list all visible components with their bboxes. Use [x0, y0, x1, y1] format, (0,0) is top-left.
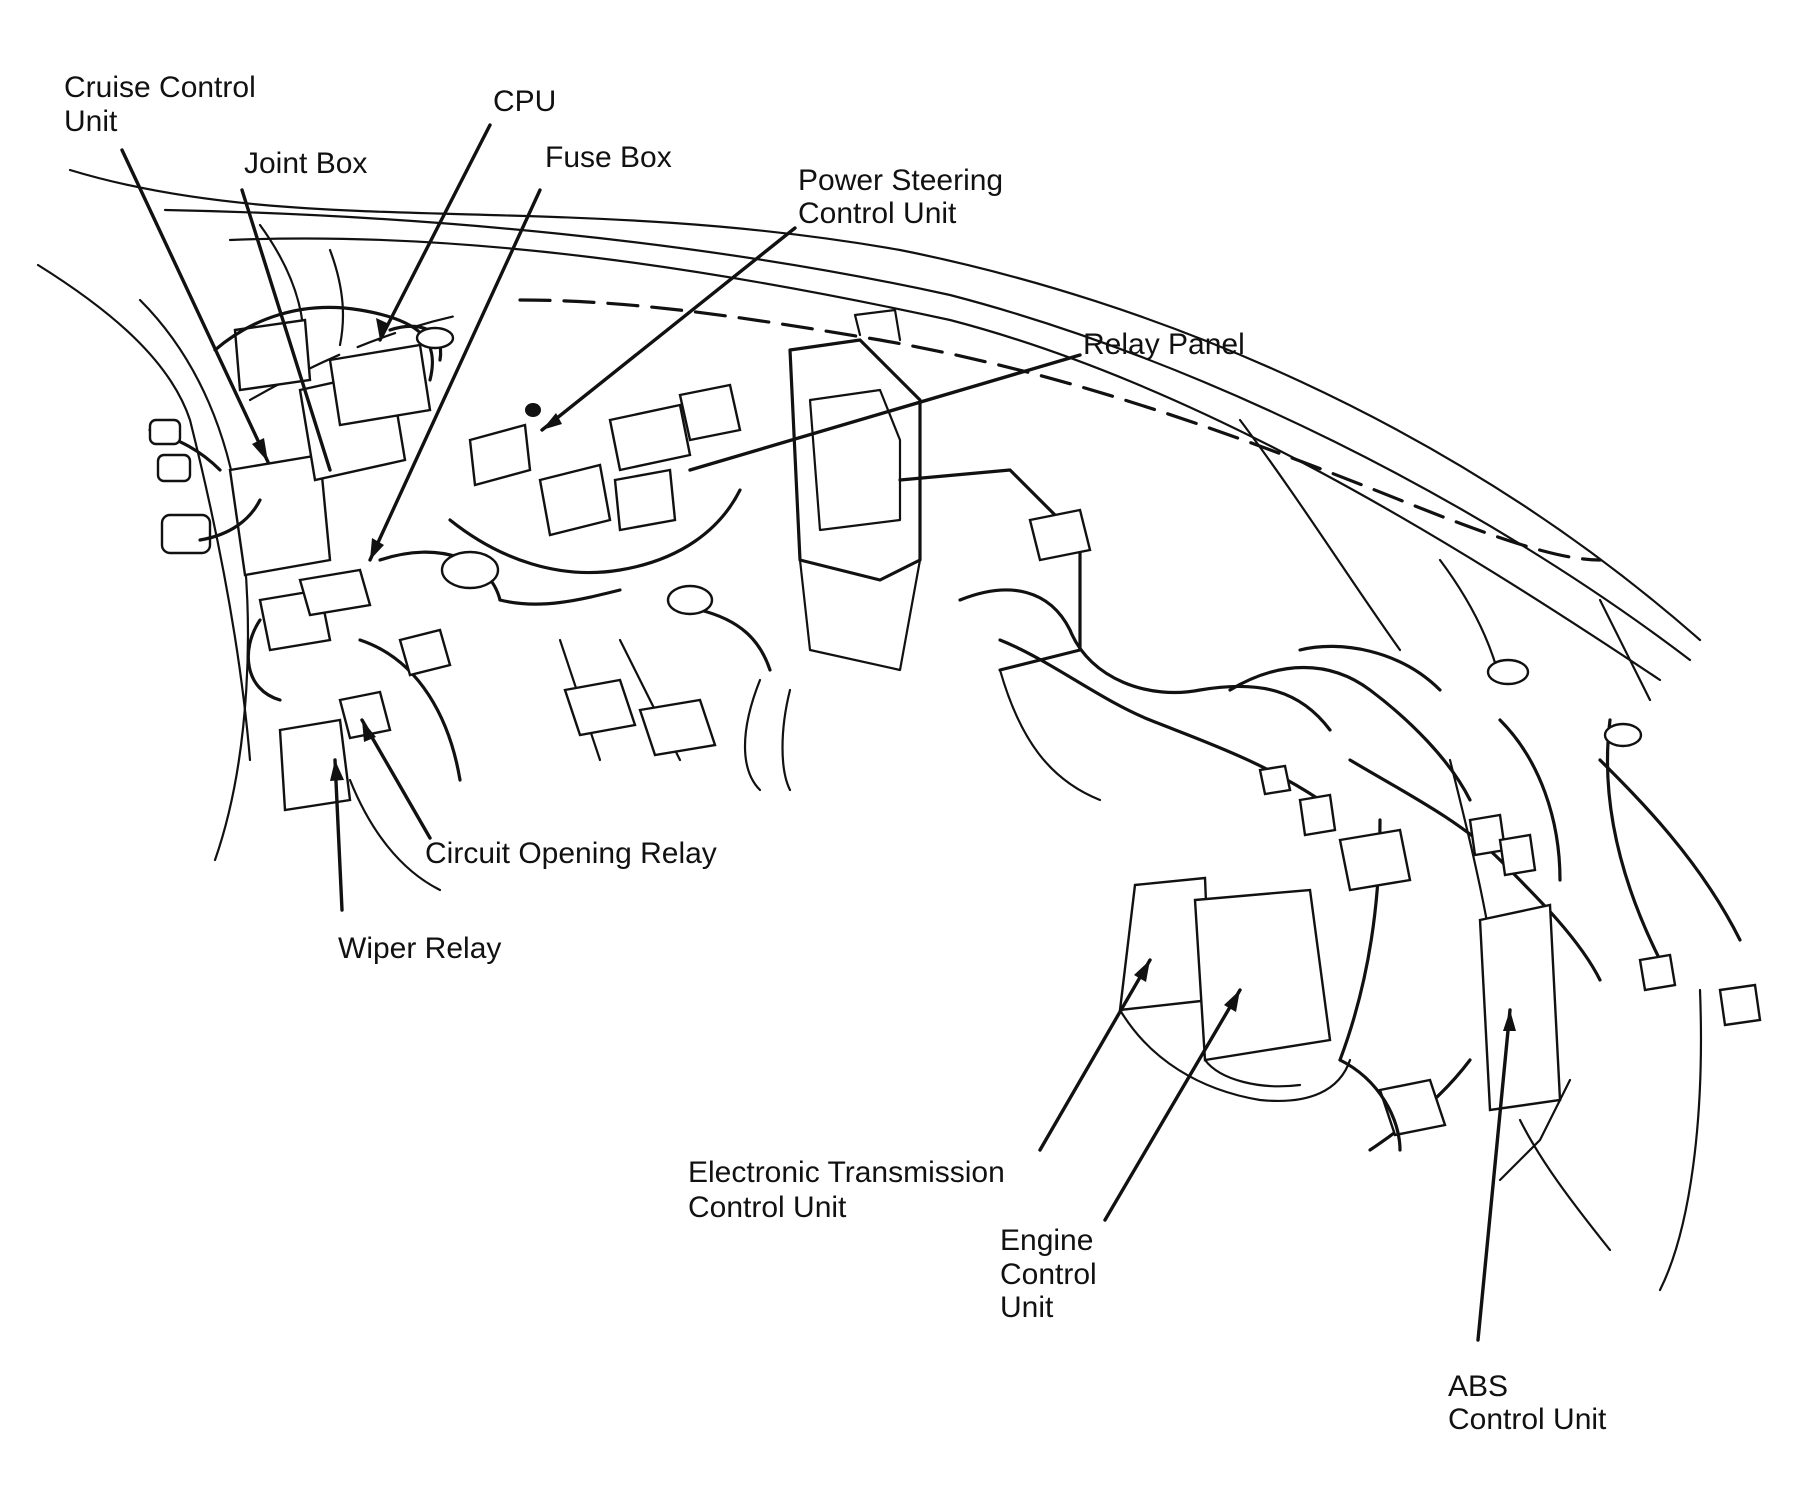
- label-engine-line1: Engine: [1000, 1224, 1094, 1257]
- label-wiper-relay: Wiper Relay: [338, 932, 502, 965]
- callout-leaders: [120, 123, 1512, 1342]
- label-power-steering-line1: Power Steering: [798, 164, 1004, 197]
- right-harness-bundle: [958, 588, 1762, 1182]
- label-fuse-box: Fuse Box: [545, 141, 672, 174]
- label-abs-line2: Control Unit: [1448, 1403, 1607, 1436]
- label-circuit-opening-relay: Circuit Opening Relay: [425, 837, 717, 870]
- center-relay-cluster: [448, 383, 792, 792]
- callout-arrowheads: [252, 318, 1516, 1031]
- label-etcu-line2: Control Unit: [688, 1191, 847, 1224]
- left-module-cluster: [148, 305, 455, 577]
- label-power-steering-line2: Control Unit: [798, 197, 957, 230]
- engine-control-units: [1118, 876, 1402, 1152]
- label-cruise-control-line1: Cruise Control: [64, 71, 256, 104]
- fuse-box-and-relays: [246, 550, 502, 812]
- center-console: [788, 308, 1102, 802]
- label-etcu-line1: Electronic Transmission: [688, 1156, 1005, 1189]
- label-relay-panel: Relay Panel: [1083, 328, 1245, 361]
- label-cruise-control-line2: Unit: [64, 105, 118, 138]
- label-engine-line2: Control: [1000, 1258, 1097, 1291]
- label-joint-box: Joint Box: [244, 147, 368, 180]
- label-engine-line3: Unit: [1000, 1291, 1054, 1324]
- label-abs-line1: ABS: [1448, 1370, 1509, 1403]
- label-cpu: CPU: [493, 85, 557, 118]
